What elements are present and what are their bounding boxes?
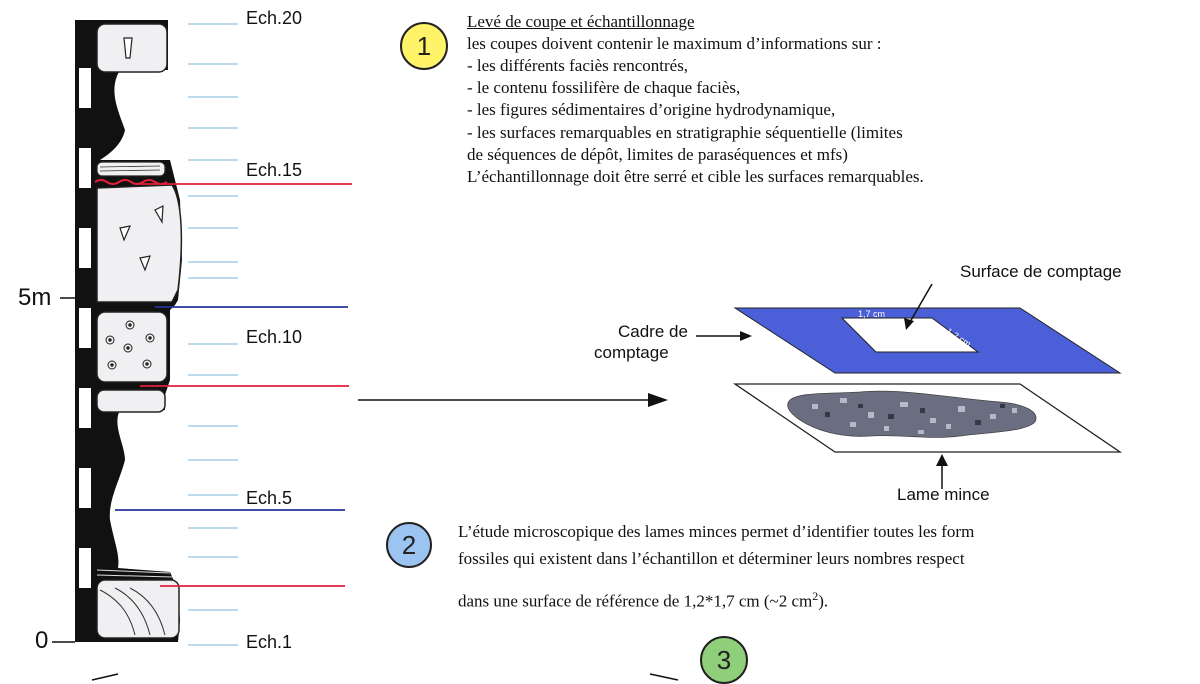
sample-label: Ech.10 — [246, 327, 303, 347]
step-2-line: fossiles qui existent dans l’échantillon… — [458, 549, 965, 568]
step-1-line: - les différents faciès rencontrés, — [467, 56, 689, 75]
sample-ticks — [188, 23, 238, 646]
lithologic-column — [94, 20, 183, 642]
scale-bar — [52, 20, 95, 643]
scale-label-0: 0 — [35, 627, 49, 654]
frame-label: Cadre de — [618, 322, 688, 341]
scale-label-5m: 5m — [18, 284, 52, 311]
sequence-surfaces — [115, 183, 352, 587]
surface-label: Surface de comptage — [960, 262, 1122, 281]
thin-section-slide — [732, 383, 1123, 489]
step-1-line: de séquences de dépôt, limites de parasé… — [467, 145, 848, 164]
bottom-arrows — [91, 673, 679, 681]
thin-section-label: Lame mince — [897, 485, 990, 504]
step-1-title: Levé de coupe et échantillonnage — [467, 12, 695, 31]
step-2-badge: 2 — [386, 522, 432, 568]
section-to-thin-section-arrow — [358, 393, 668, 407]
step-1-badge: 1 — [400, 22, 448, 70]
counting-frame — [696, 283, 1122, 374]
step-3-badge: 3 — [700, 636, 748, 684]
step-1-line: L’échantillonnage doit être serré et cib… — [467, 167, 924, 186]
frame-label: comptage — [594, 343, 669, 362]
sample-label: Ech.5 — [246, 488, 293, 508]
sample-label: Ech.20 — [246, 8, 303, 28]
step-1-line: les coupes doivent contenir le maximum d… — [467, 34, 882, 53]
sample-label: Ech.1 — [246, 632, 293, 652]
step-1-line: - le contenu fossilifère de chaque faciè… — [467, 78, 741, 97]
sample-label: Ech.15 — [246, 160, 303, 180]
step-1-line: - les surfaces remarquables en stratigra… — [467, 123, 903, 142]
step-1-line: - les figures sédimentaires d’origine hy… — [467, 100, 836, 119]
step-2-line: dans une surface de référence de 1,2*1,7… — [458, 589, 829, 611]
dimension-label-width: 1,7 cm — [858, 309, 886, 319]
step-2-line: L’étude microscopique des lames minces p… — [458, 522, 975, 541]
